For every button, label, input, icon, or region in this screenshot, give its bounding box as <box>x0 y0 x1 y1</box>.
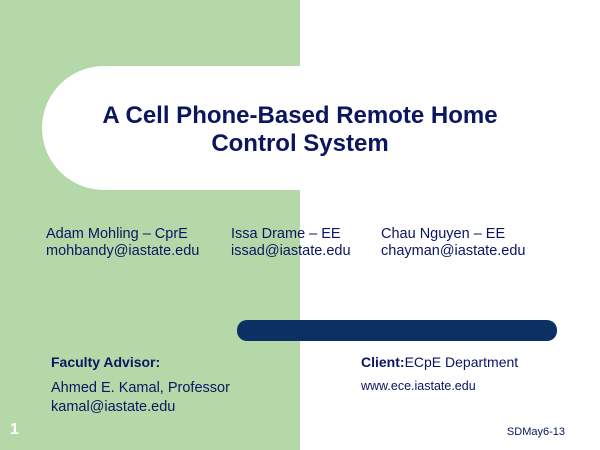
advisor-heading: Faculty Advisor: <box>51 354 161 370</box>
author-name-role: Chau Nguyen – EE <box>381 226 506 242</box>
author-block-3: Chau Nguyen – EE chayman@iastate.edu <box>381 226 526 260</box>
author-email: issad@iastate.edu <box>231 243 351 259</box>
author-block-2: Issa Drame – EE issad@iastate.edu <box>231 226 351 260</box>
footer-project-id: SDMay6-13 <box>506 426 565 438</box>
author-name-role: Issa Drame – EE <box>231 226 341 242</box>
decorative-bar <box>237 320 557 341</box>
title-line-1: A Cell Phone-Based Remote Home <box>102 102 498 129</box>
author-email: chayman@iastate.edu <box>381 243 526 259</box>
title-line-2: Control System <box>211 130 389 157</box>
author-email: mohbandy@iastate.edu <box>46 243 200 259</box>
advisor-email: kamal@iastate.edu <box>51 399 176 415</box>
author-block-1: Adam Mohling – CprE mohbandy@iastate.edu <box>46 226 199 260</box>
author-name-role: Adam Mohling – CprE <box>46 226 188 242</box>
slide-number: 1 <box>10 421 19 438</box>
slide-title: A Cell Phone-Based Remote Home Control S… <box>60 102 540 158</box>
client-value: ECpE Department <box>404 354 519 370</box>
advisor-name: Ahmed E. Kamal, Professor <box>51 380 230 396</box>
title-banner <box>42 66 562 190</box>
client-line: Client:ECpE Department <box>361 354 518 370</box>
client-label: Client: <box>361 354 405 370</box>
client-url: www.ece.iastate.edu <box>361 379 476 393</box>
